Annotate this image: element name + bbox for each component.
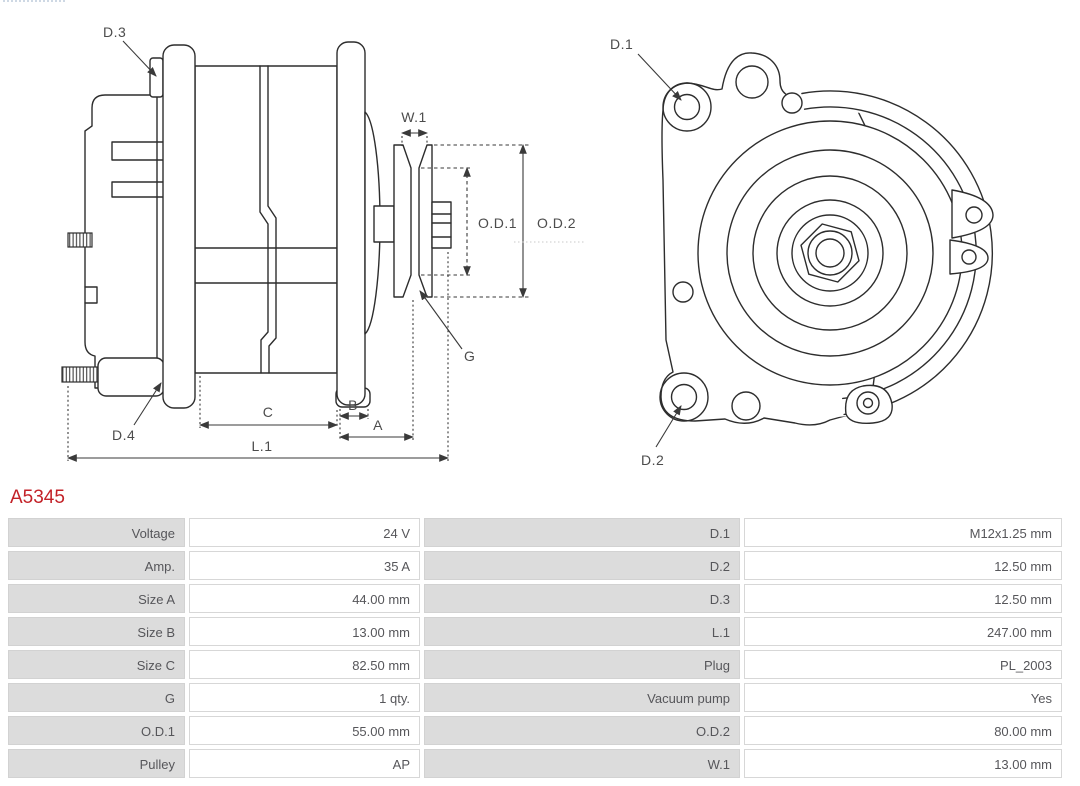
spec-value: PL_2003 <box>744 650 1062 679</box>
alternator-front-view: D.1 D.2 <box>610 36 994 468</box>
mounting-holes <box>659 65 803 422</box>
spec-label: Pulley <box>8 749 185 778</box>
spec-value: 13.00 mm <box>189 617 420 646</box>
spec-value: 44.00 mm <box>189 584 420 613</box>
spec-value: 82.50 mm <box>189 650 420 679</box>
part-number-title: A5345 <box>10 487 65 508</box>
dim-label-d3: D.3 <box>103 24 126 40</box>
spec-label: W.1 <box>424 749 740 778</box>
spec-value: 35 A <box>189 551 420 580</box>
spec-label: Size B <box>8 617 185 646</box>
spec-value: 24 V <box>189 518 420 547</box>
spec-value: 80.00 mm <box>744 716 1062 745</box>
spec-label: Amp. <box>8 551 185 580</box>
spec-label: D.3 <box>424 584 740 613</box>
dim-label-d2: D.2 <box>641 452 664 468</box>
dim-label-d1: D.1 <box>610 36 633 52</box>
dim-label-od2: O.D.2 <box>537 215 576 231</box>
spec-label: O.D.1 <box>8 716 185 745</box>
spec-value: 247.00 mm <box>744 617 1062 646</box>
spec-value: AP <box>189 749 420 778</box>
spec-label: L.1 <box>424 617 740 646</box>
dim-label-g: G <box>464 348 475 364</box>
spec-label: Vacuum pump <box>424 683 740 712</box>
spec-table: Voltage 24 V D.1 M12x1.25 mm Amp. 35 A D… <box>8 518 1062 778</box>
alternator-side-view: W.1 O.D.1 O.D.2 G D.3 D.4 C B A L.1 <box>61 24 586 462</box>
dimension-lines-front: D.1 D.2 <box>610 36 682 468</box>
dim-label-c: C <box>263 404 274 420</box>
spec-label: G <box>8 683 185 712</box>
pulley-side <box>393 144 452 298</box>
spec-label: D.2 <box>424 551 740 580</box>
dimension-lines-side: W.1 O.D.1 O.D.2 G D.3 D.4 C B A L.1 <box>66 24 586 462</box>
spec-value: 12.50 mm <box>744 584 1062 613</box>
spec-label: Voltage <box>8 518 185 547</box>
spec-value: Yes <box>744 683 1062 712</box>
spec-value: 55.00 mm <box>189 716 420 745</box>
dim-label-a: A <box>373 417 383 433</box>
dim-label-od1: O.D.1 <box>478 215 517 231</box>
pulley-front <box>726 149 934 357</box>
technical-drawing: W.1 O.D.1 O.D.2 G D.3 D.4 C B A L.1 <box>61 24 994 468</box>
dim-label-d4: D.4 <box>112 427 135 443</box>
spec-value: 12.50 mm <box>744 551 1062 580</box>
dim-label-b: B <box>348 397 358 413</box>
spec-label: Size C <box>8 650 185 679</box>
spec-label: Plug <box>424 650 740 679</box>
spec-value: 13.00 mm <box>744 749 1062 778</box>
terminal-stud-top <box>67 232 93 248</box>
spec-label: D.1 <box>424 518 740 547</box>
dim-label-l1: L.1 <box>252 438 273 454</box>
spec-value: M12x1.25 mm <box>744 518 1062 547</box>
spec-label: Size A <box>8 584 185 613</box>
terminal-stud-bottom <box>61 366 99 383</box>
dim-label-w1: W.1 <box>401 109 427 125</box>
spec-label: O.D.2 <box>424 716 740 745</box>
spec-value: 1 qty. <box>189 683 420 712</box>
logo-remnant <box>3 0 65 2</box>
